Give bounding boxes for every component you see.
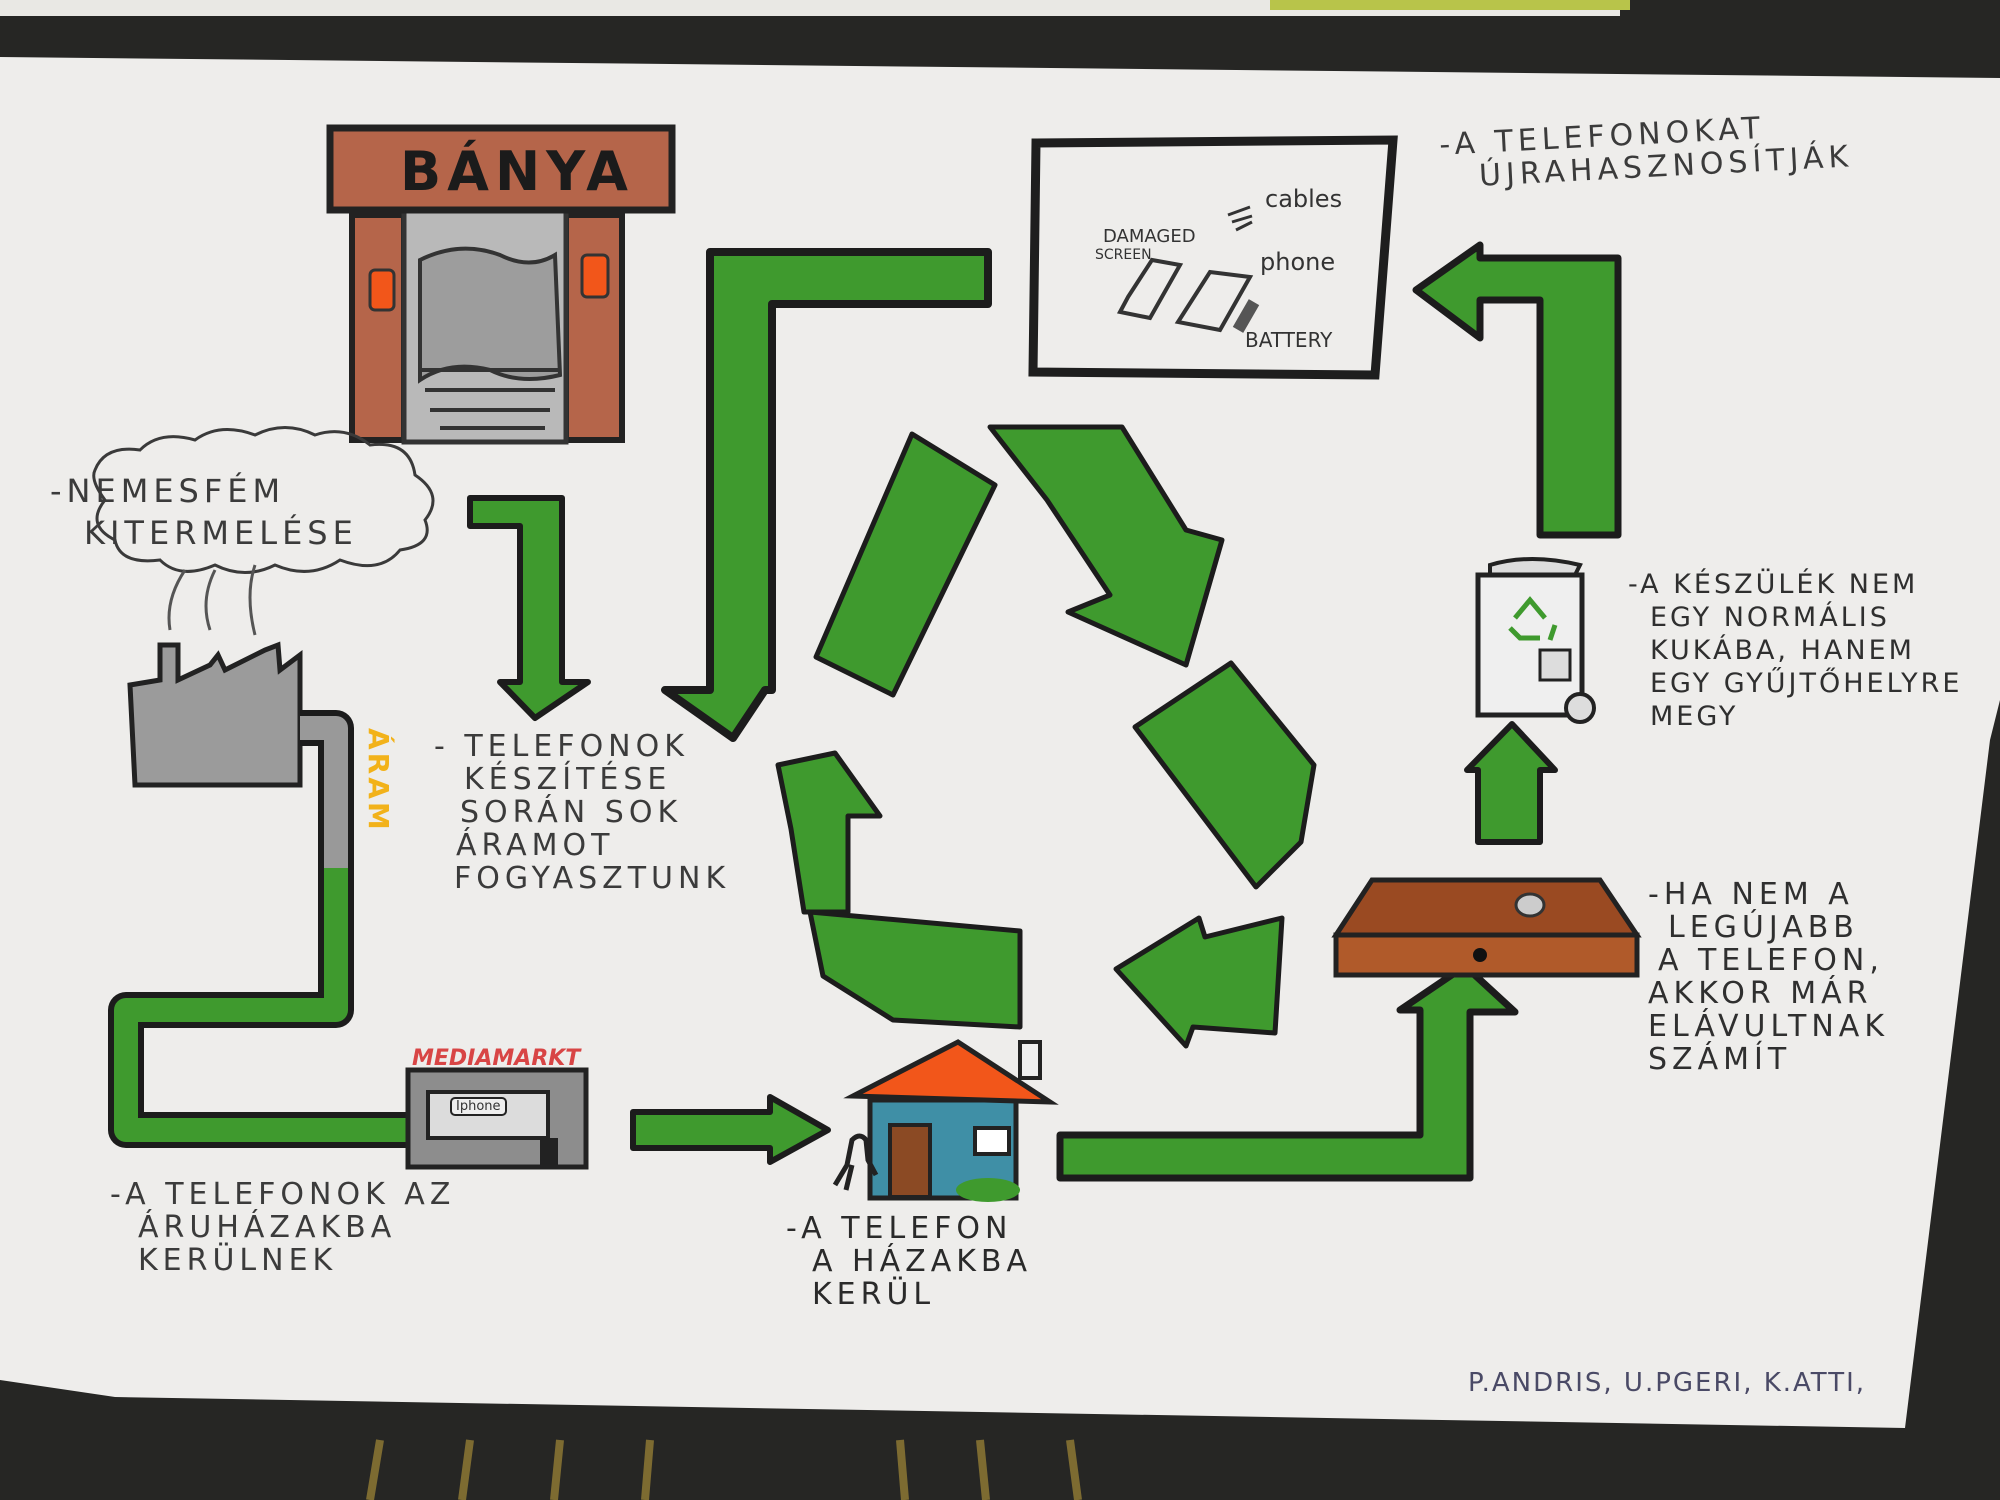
label-line: KERÜLNEK	[138, 1243, 338, 1278]
label-bin: -A KÉSZÜLÉK NEM EGY NORMÁLIS KUKÁBA, HAN…	[1628, 568, 1962, 733]
power-pipe-green	[114, 868, 410, 1142]
store-window-label: Iphone	[450, 1097, 507, 1116]
arrow-house-to-drawer	[1056, 962, 1519, 1182]
battery-icon	[1232, 299, 1260, 333]
label-line: EGY GYŰJTŐHELYRE	[1650, 668, 1963, 699]
label-line: ELÁVULTNAK	[1648, 1009, 1889, 1044]
label-line: KUKÁBA, HANEM	[1650, 635, 1915, 666]
parts-box	[1028, 135, 1398, 380]
chalk-marks	[366, 1439, 1082, 1500]
label-line: - TELEFONOK	[434, 729, 689, 764]
label-line: A TELEFON,	[1658, 943, 1884, 978]
lantern-icon	[580, 253, 610, 299]
top-paper-strip	[0, 0, 1620, 16]
arrow-drawer-to-bin	[1464, 721, 1558, 845]
label-line: A HÁZAKBA	[812, 1244, 1032, 1279]
smoke-cloud	[92, 426, 435, 574]
store-sign: MEDIAMARKT	[412, 1046, 581, 1071]
parts-battery-label: BATTERY	[1245, 328, 1333, 352]
label-manufacturing: - TELEFONOK KÉSZÍTÉSE SORÁN SOK ÁRAMOT F…	[434, 730, 730, 895]
person-icon	[832, 1133, 879, 1191]
label-line: FOGYASZTUNK	[454, 861, 731, 896]
label-line: -A TELEFON	[786, 1211, 1013, 1246]
house	[832, 1039, 1059, 1202]
top-paper-accent	[1270, 0, 1630, 10]
cables-icon	[1227, 205, 1253, 232]
label-line: KÉSZÍTÉSE	[464, 762, 672, 797]
label-line: ÁRUHÁZAKBA	[138, 1210, 397, 1245]
lantern-icon	[368, 268, 396, 312]
damaged-screen-icon	[1116, 257, 1184, 321]
recycling-symbol	[775, 424, 1317, 1049]
label-line: -A TELEFONOK AZ	[110, 1177, 456, 1212]
arrow-bin-to-recycling	[1412, 241, 1622, 539]
phone-in-drawer	[1514, 892, 1546, 918]
recycle-segment	[807, 909, 1023, 1030]
label-line: KERÜL	[812, 1277, 936, 1312]
parts-phone-label: phone	[1260, 248, 1336, 276]
parts-cables-label: cables	[1265, 185, 1343, 213]
label-line: -NEMESFÉM	[50, 472, 286, 510]
recycle-arrow	[987, 424, 1225, 668]
smoke-trails	[167, 564, 257, 636]
label-line: KITERMELÉSE	[84, 514, 358, 552]
recycle-segment	[1132, 660, 1317, 890]
signature: P.ANDRIS, U.PGERI, K.ATTI,	[1468, 1368, 1867, 1398]
mediamarkt-store	[405, 1067, 589, 1170]
label-line: MEGY	[1650, 701, 1739, 732]
recycling-bin	[1475, 557, 1596, 724]
phone-icon	[1174, 269, 1254, 333]
label-line: LEGÚJABB	[1668, 910, 1859, 945]
arrow-store-to-house	[630, 1094, 831, 1165]
recycle-icon	[1508, 596, 1558, 641]
mine-entrance	[326, 124, 676, 445]
arrow-reuse-to-factory	[661, 248, 992, 742]
arrow-mine-to-manufacturing	[467, 495, 591, 721]
label-line: EGY NORMÁLIS	[1650, 602, 1890, 633]
label-mining: -NEMESFÉM KITERMELÉSE	[50, 470, 358, 554]
power-pipe-grey	[300, 716, 348, 868]
label-drawer: -HA NEM A LEGÚJABB A TELEFON, AKKOR MÁR …	[1648, 878, 1889, 1076]
label-line: SORÁN SOK	[460, 795, 683, 830]
label-line: SZÁMÍT	[1648, 1042, 1792, 1077]
recycle-arrow	[775, 750, 883, 915]
label-stores: -A TELEFONOK AZ ÁRUHÁZAKBA KERÜLNEK	[110, 1178, 455, 1277]
drawer	[1331, 877, 1642, 978]
label-line: AKKOR MÁR	[1648, 976, 1873, 1011]
label-line: -A KÉSZÜLÉK NEM	[1628, 569, 1919, 600]
label-line: ÁRAMOT	[456, 828, 615, 863]
label-line: SCREEN	[1095, 247, 1152, 263]
label-power: ÁRAM	[362, 728, 395, 833]
parts-damaged-screen-label: DAMAGED SCREEN	[1095, 228, 1196, 264]
recycle-segment	[813, 431, 998, 698]
label-home: -A TELEFON A HÁZAKBA KERÜL	[786, 1212, 1032, 1311]
recycle-arrow	[1113, 915, 1285, 1049]
mine-sign: BÁNYA	[400, 140, 634, 203]
label-line: DAMAGED	[1103, 226, 1196, 247]
label-line: -HA NEM A	[1648, 877, 1854, 912]
